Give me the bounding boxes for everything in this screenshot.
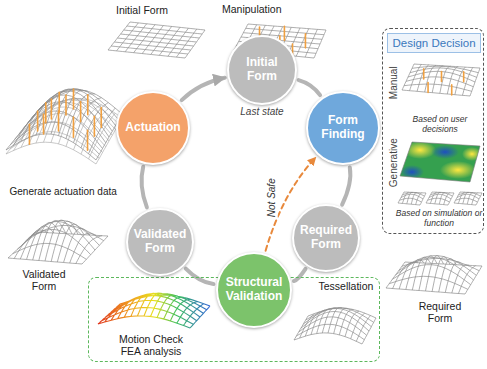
wireframe-surface [98,293,210,328]
stage-label: Form Finding [310,114,376,142]
actuator-pin [43,114,45,134]
panel-text: Based on user decisions [397,115,483,135]
actuator-pin [451,85,453,95]
generative-heatmap [395,138,485,186]
wireframe-surface [8,220,108,264]
actuator-pin [305,34,307,48]
figure-label: Manipulation [222,3,282,15]
figure-label: Validated Form [16,268,72,292]
stage-circle: Actuation [116,91,190,165]
wireframe-surface [386,256,482,294]
stage-circle: Initial FormLast state [227,35,297,105]
actuator-pin [73,117,75,137]
actuator-pin [65,95,67,115]
actuator-pin [73,89,75,109]
heatmap-outline [400,142,480,182]
cycle-connector [294,269,306,281]
wireframe-surface [6,89,122,160]
heatmap-spot [431,145,459,159]
stage-circle: Structural Validation [216,252,292,328]
stage-circle: Form Finding [306,91,380,165]
wireframe-surface [454,192,482,205]
stage-label: Validated Form [130,228,190,256]
panel-title: Design Decision [392,37,475,49]
actuator-pin [87,95,89,115]
actuator-pin [58,111,60,131]
actuator-pin [463,72,465,82]
stage-label: Initial Form [231,56,293,84]
wireframe-surface [294,308,376,344]
heatmap-spot [440,161,476,179]
stage-label: Actuation [125,121,180,135]
stage-label: Required Form [296,224,356,252]
actuator-pin [423,69,425,79]
cycle-connector [342,167,350,204]
wireframe-surface [6,98,122,164]
actuator-pin [45,103,47,123]
edge-label: Not Safe [266,178,278,219]
wireframe-surface [426,192,454,205]
figure-label: Generate actuation data [10,186,117,198]
wireframe-surface [398,192,426,205]
decision-panel: ManualBased on user decisionsGenerativeB… [382,28,484,234]
actuator-pin [80,102,82,122]
stage-circle: Required Form [292,204,360,272]
heatmap-spot [404,141,436,159]
actuator-pin [100,108,102,128]
figure-label: Initial Form [116,4,168,16]
cycle-connector [182,78,225,100]
figure-label: Required Form [412,300,468,324]
actuator-pin [29,124,31,144]
stage-circle: Validated Form [126,208,194,276]
actuator-pin [58,92,60,112]
panel-text: Based on simulation or function [395,209,483,229]
panel-text: Motion Check FEA analysis [113,333,189,357]
heatmap-ground [395,138,485,186]
rotated-label: Generative [387,138,399,187]
actuator-pin [427,83,429,93]
rotated-label: Manual [387,66,399,99]
actuator-pin [87,130,89,150]
actuator-pin [94,116,96,136]
stage-note: Last state [209,106,315,117]
stage-label: Structural Validation [220,276,288,304]
panel-title-box: Design Decision [387,33,481,53]
actuator-pin [51,99,53,119]
actuator-pin [37,111,39,131]
actuator-pin [441,72,443,82]
actuator-pin [284,26,286,40]
figure-label: Tessellation [319,280,374,292]
cycle-connector [142,167,147,208]
wireframe-surface [108,22,205,58]
wireframe-surface [402,64,480,96]
cycle-connector [299,80,321,95]
